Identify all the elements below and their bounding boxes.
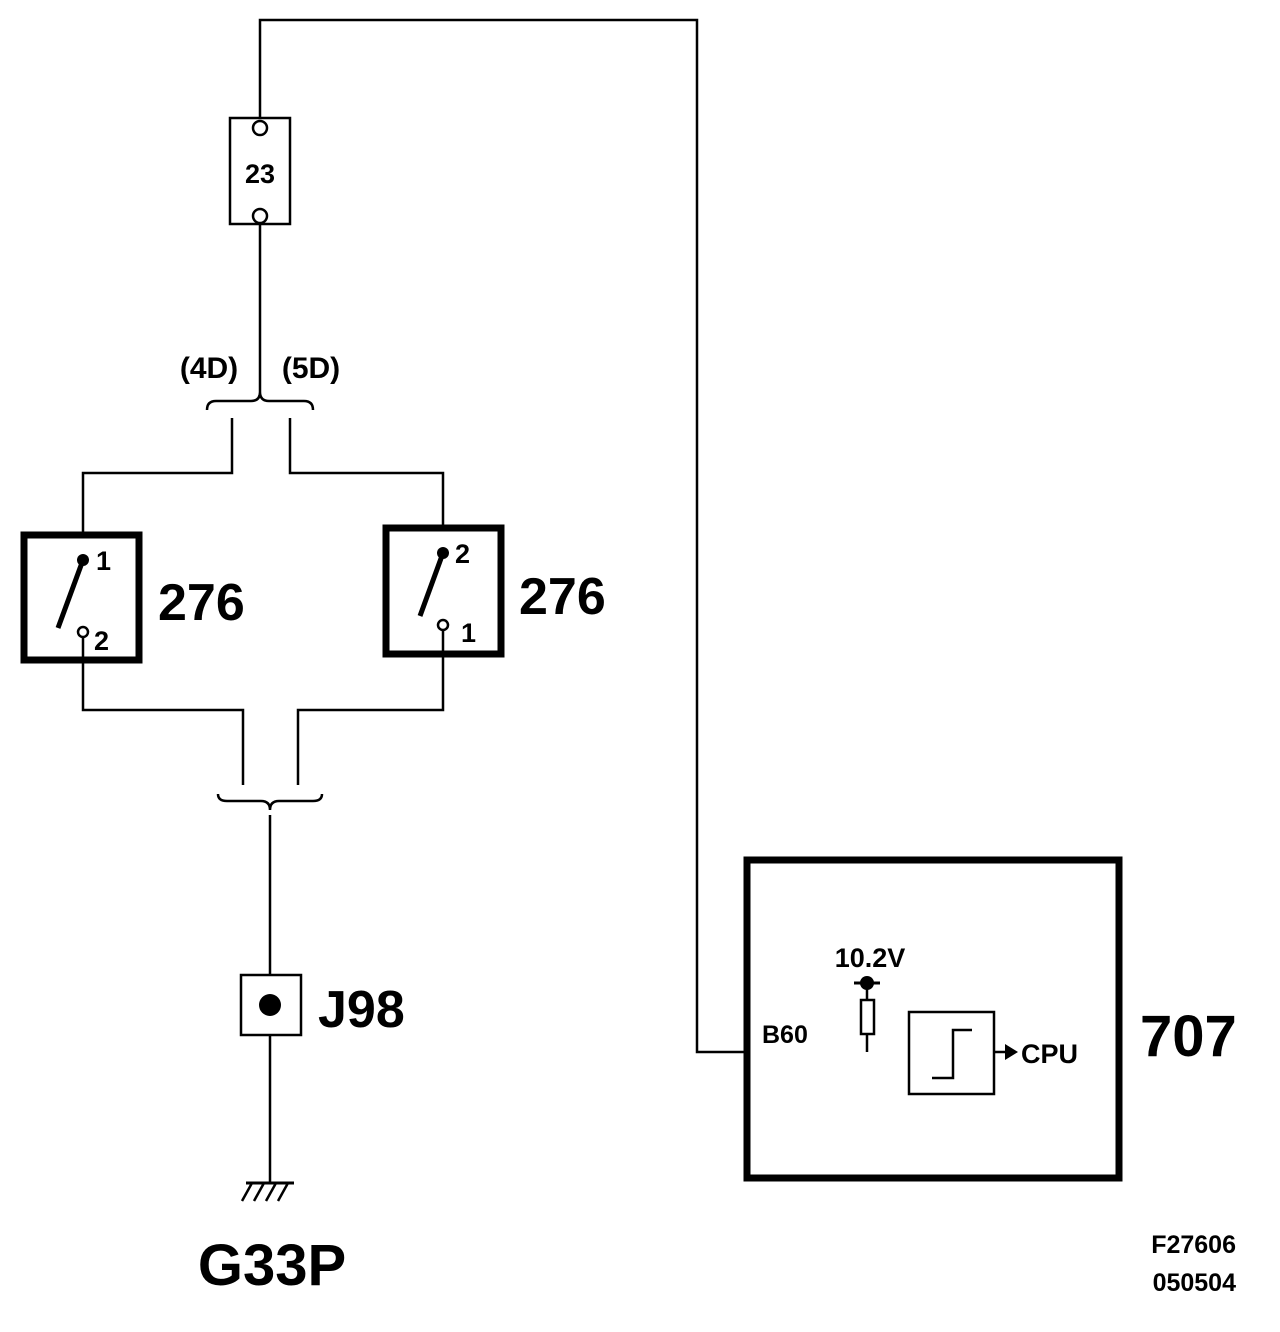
branch-wire-bottom-left xyxy=(81,638,245,785)
switch-contact-icon xyxy=(76,625,90,639)
figure-date: 050504 xyxy=(1153,1269,1237,1297)
switch-right-pin-bottom: 1 xyxy=(461,618,476,648)
fuse-terminal-bottom xyxy=(251,207,269,225)
fuse-label: 23 xyxy=(245,159,275,189)
connector-j98 xyxy=(239,973,303,1037)
figure-ref: F27606 xyxy=(1151,1231,1236,1259)
fuse-23: 23 xyxy=(228,116,292,226)
schmitt-trigger-block xyxy=(907,1010,996,1096)
variant-brace-top xyxy=(205,391,315,411)
switch-right-id: 276 xyxy=(519,568,606,626)
switch-left-pin-top: 1 xyxy=(96,546,111,576)
switch-lever-icon xyxy=(55,559,86,629)
variant-left-label: (4D) xyxy=(180,352,238,385)
switch-left-pin-bottom: 2 xyxy=(94,626,109,656)
control-unit-707: B60 10.2V CPU xyxy=(743,856,1123,1182)
arrow-right-icon xyxy=(1005,1044,1018,1060)
switch-lever-icon xyxy=(417,552,446,617)
connector-pin-icon xyxy=(259,994,281,1016)
pullup-resistor-icon xyxy=(859,998,876,1036)
branch-wire-bottom-right xyxy=(296,631,445,785)
variant-right-label: (5D) xyxy=(282,352,340,385)
cpu-label: CPU xyxy=(1021,1039,1078,1069)
ground-label: G33P xyxy=(198,1233,346,1298)
variant-brace-bottom xyxy=(216,793,324,811)
control-unit-pin-label: B60 xyxy=(762,1021,808,1049)
reference-voltage-label: 10.2V xyxy=(835,943,906,973)
branch-wire-top-left xyxy=(81,418,234,558)
connector-label: J98 xyxy=(318,981,405,1039)
switch-right-pin-top: 2 xyxy=(455,539,470,569)
fuse-terminal-top xyxy=(251,119,269,137)
schmitt-trigger-icon xyxy=(932,1028,972,1080)
branch-wire-top-right xyxy=(288,418,445,552)
switch-contact-icon xyxy=(436,618,450,632)
switch-276-left: 1 2 xyxy=(20,531,143,664)
ground-icon xyxy=(240,1181,294,1202)
switch-left-id: 276 xyxy=(158,574,245,632)
control-unit-id: 707 xyxy=(1140,1004,1237,1069)
